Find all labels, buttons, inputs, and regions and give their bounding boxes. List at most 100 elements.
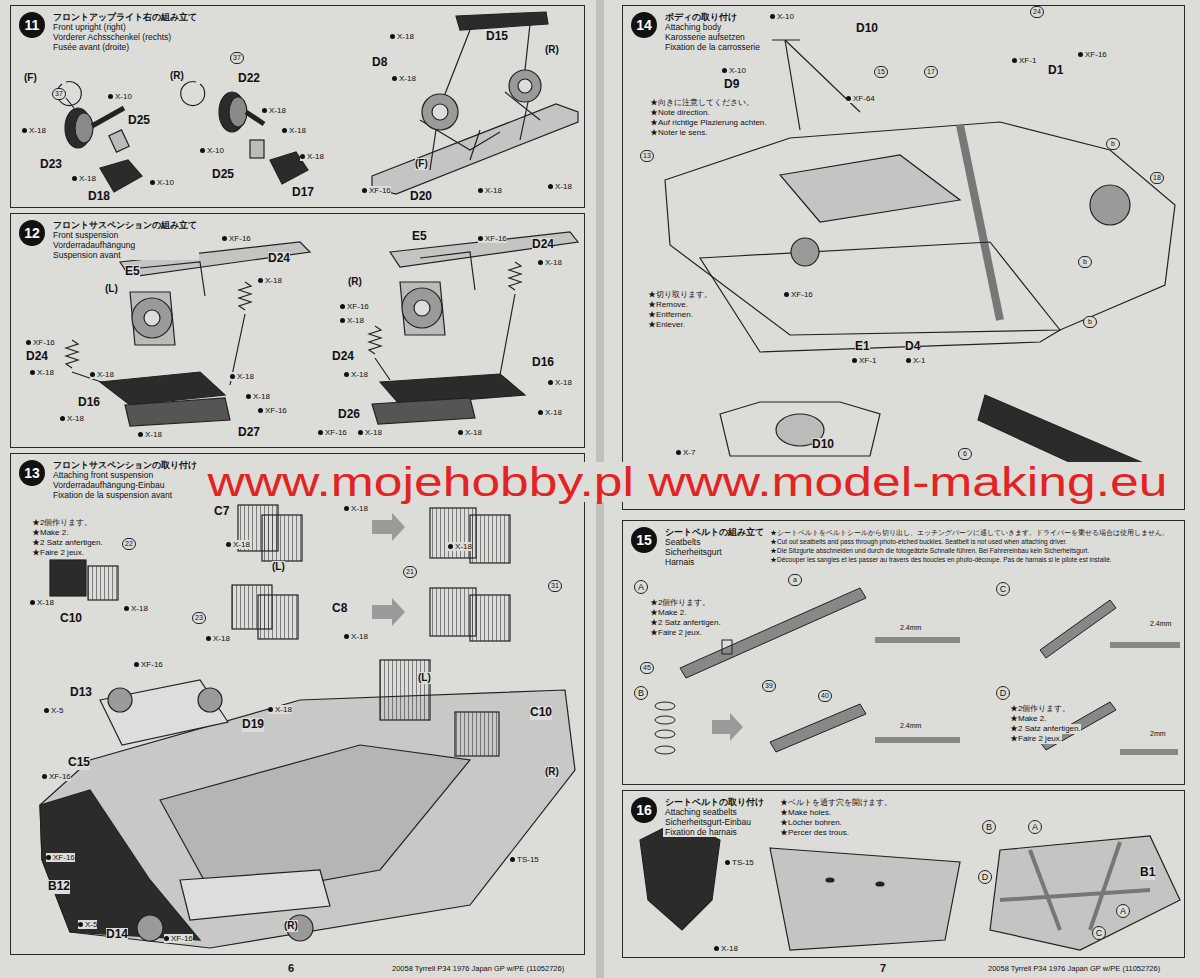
dimension: 2mm — [1150, 730, 1166, 738]
note-text: ★切り取ります。 — [648, 290, 712, 300]
step-title: Attaching seatbelts — [665, 807, 764, 817]
part-label: D25 — [128, 114, 150, 128]
seatbelt-illustration — [712, 713, 743, 741]
radiator-illustration — [470, 595, 510, 641]
note-text: ★Löcher bohren. — [780, 818, 842, 828]
step-title: Suspension avant — [53, 250, 197, 260]
radiator-illustration — [258, 595, 298, 639]
step-title: フロントアップライト右の組み立て — [53, 12, 197, 22]
note-text: ★Découper les sangles et les passer au t… — [770, 555, 1112, 564]
callout-number: 24 — [1030, 6, 1044, 18]
paint-code: XF-16 — [164, 934, 193, 943]
upright-illustration — [509, 70, 541, 102]
page-number: 7 — [880, 962, 886, 975]
paint-code: X-10 — [150, 178, 174, 187]
paint-code: X-18 — [548, 182, 572, 191]
part-label: D13 — [70, 686, 92, 700]
part-label: D16 — [78, 396, 100, 410]
step-title: Fixation de harnais — [665, 827, 764, 837]
part-label: D14 — [106, 928, 128, 942]
part-label: D24 — [26, 350, 48, 364]
side-label: (R) — [545, 44, 559, 56]
step-number-text: 14 — [636, 17, 652, 33]
subassembly-letter: B — [634, 686, 648, 700]
callout-number: 37 — [230, 52, 244, 64]
seat-illustration — [770, 848, 960, 950]
paint-code: X-18 — [300, 152, 324, 161]
subassembly-letter: D — [978, 870, 992, 884]
paint-code: XF-16 — [26, 338, 55, 347]
paint-code: X-10 — [722, 66, 746, 75]
paint-code: X-18 — [458, 428, 482, 437]
paint-code: X-18 — [448, 542, 472, 551]
part-label: D16 — [532, 356, 554, 370]
step-heading: フロントサスペンションの取り付けAttaching front suspensi… — [51, 460, 199, 500]
suspension-illustration — [400, 282, 445, 335]
paint-code: X-18 — [714, 944, 738, 953]
upright-illustration — [109, 130, 129, 152]
paint-code: X-18 — [246, 392, 270, 401]
paint-code: XF-16 — [1078, 50, 1107, 59]
part-label: D23 — [40, 158, 62, 172]
paint-code: XF-16 — [222, 234, 251, 243]
paint-code: XF-1 — [852, 356, 876, 365]
part-label: C7 — [214, 505, 229, 519]
note-text: ★2 Satz anfertigen. — [32, 538, 103, 548]
seatbelt-illustration — [770, 704, 866, 752]
body-illustration — [772, 40, 860, 130]
step-number-text: 12 — [24, 225, 40, 241]
note-text: ★Enlever. — [648, 320, 685, 330]
paint-code: X-18 — [268, 705, 292, 714]
part-label: D8 — [372, 56, 387, 70]
body-illustration — [791, 238, 819, 266]
radiator-illustration — [430, 588, 476, 636]
note-text: ★2 Satz anfertigen. — [650, 618, 721, 628]
step-number: 12 — [19, 220, 45, 246]
paint-code: X-18 — [538, 258, 562, 267]
part-label: D20 — [410, 190, 432, 204]
seat-illustration — [826, 878, 834, 882]
paint-code: X-18 — [538, 408, 562, 417]
paint-code: XF-64 — [846, 94, 875, 103]
note-text: ★Make holes. — [780, 808, 831, 818]
part-label: D25 — [212, 168, 234, 182]
seatbelt-illustration — [1120, 749, 1178, 755]
paint-code: XF-1 — [1012, 56, 1036, 65]
body-illustration — [665, 40, 1175, 500]
paint-code: XF-16 — [258, 406, 287, 415]
step-title: Attaching front suspension — [53, 470, 197, 480]
subassembly-letter: B — [982, 820, 996, 834]
paint-code: XF-16 — [134, 660, 163, 669]
paint-code: X-18 — [262, 106, 286, 115]
subassembly-letter: A — [1028, 820, 1042, 834]
callout-number: 23 — [192, 612, 206, 624]
seat-illustration — [640, 820, 1180, 950]
side-label: (R) — [348, 276, 362, 288]
note-text: ★Make 2. — [32, 528, 68, 538]
paint-code: XF-16 — [478, 234, 507, 243]
paint-code: X-18 — [124, 604, 148, 613]
callout-number: 6 — [958, 448, 972, 460]
step-title: Vorderer Achsschenkel (rechts) — [53, 32, 197, 42]
paint-code: X-18 — [478, 186, 502, 195]
seatbelt-illustration — [875, 637, 960, 643]
paint-code: XF-16 — [42, 772, 71, 781]
paint-code: X-18 — [340, 316, 364, 325]
seatbelt-illustration — [655, 730, 675, 738]
callout-number: 17 — [924, 66, 938, 78]
body-illustration — [960, 125, 1000, 320]
step-title: シートベルトの組み立て — [665, 527, 764, 537]
subassembly-letter: D — [996, 686, 1010, 700]
footer-text: 20058 Tyrrell P34 1976 Japan GP w/PE (11… — [988, 965, 1160, 974]
paint-code: X-18 — [206, 634, 230, 643]
chassis-illustration — [180, 870, 330, 920]
part-label: D10 — [812, 438, 834, 452]
part-label: C15 — [68, 756, 90, 770]
side-label: (R) — [170, 70, 184, 82]
upright-illustration — [250, 140, 264, 158]
dimension: 2.4mm — [900, 624, 921, 632]
paint-code: X-18 — [90, 370, 114, 379]
radiator-illustration — [372, 598, 405, 626]
suspension-illustration — [140, 262, 205, 296]
note-text: ★Remove. — [648, 300, 688, 310]
